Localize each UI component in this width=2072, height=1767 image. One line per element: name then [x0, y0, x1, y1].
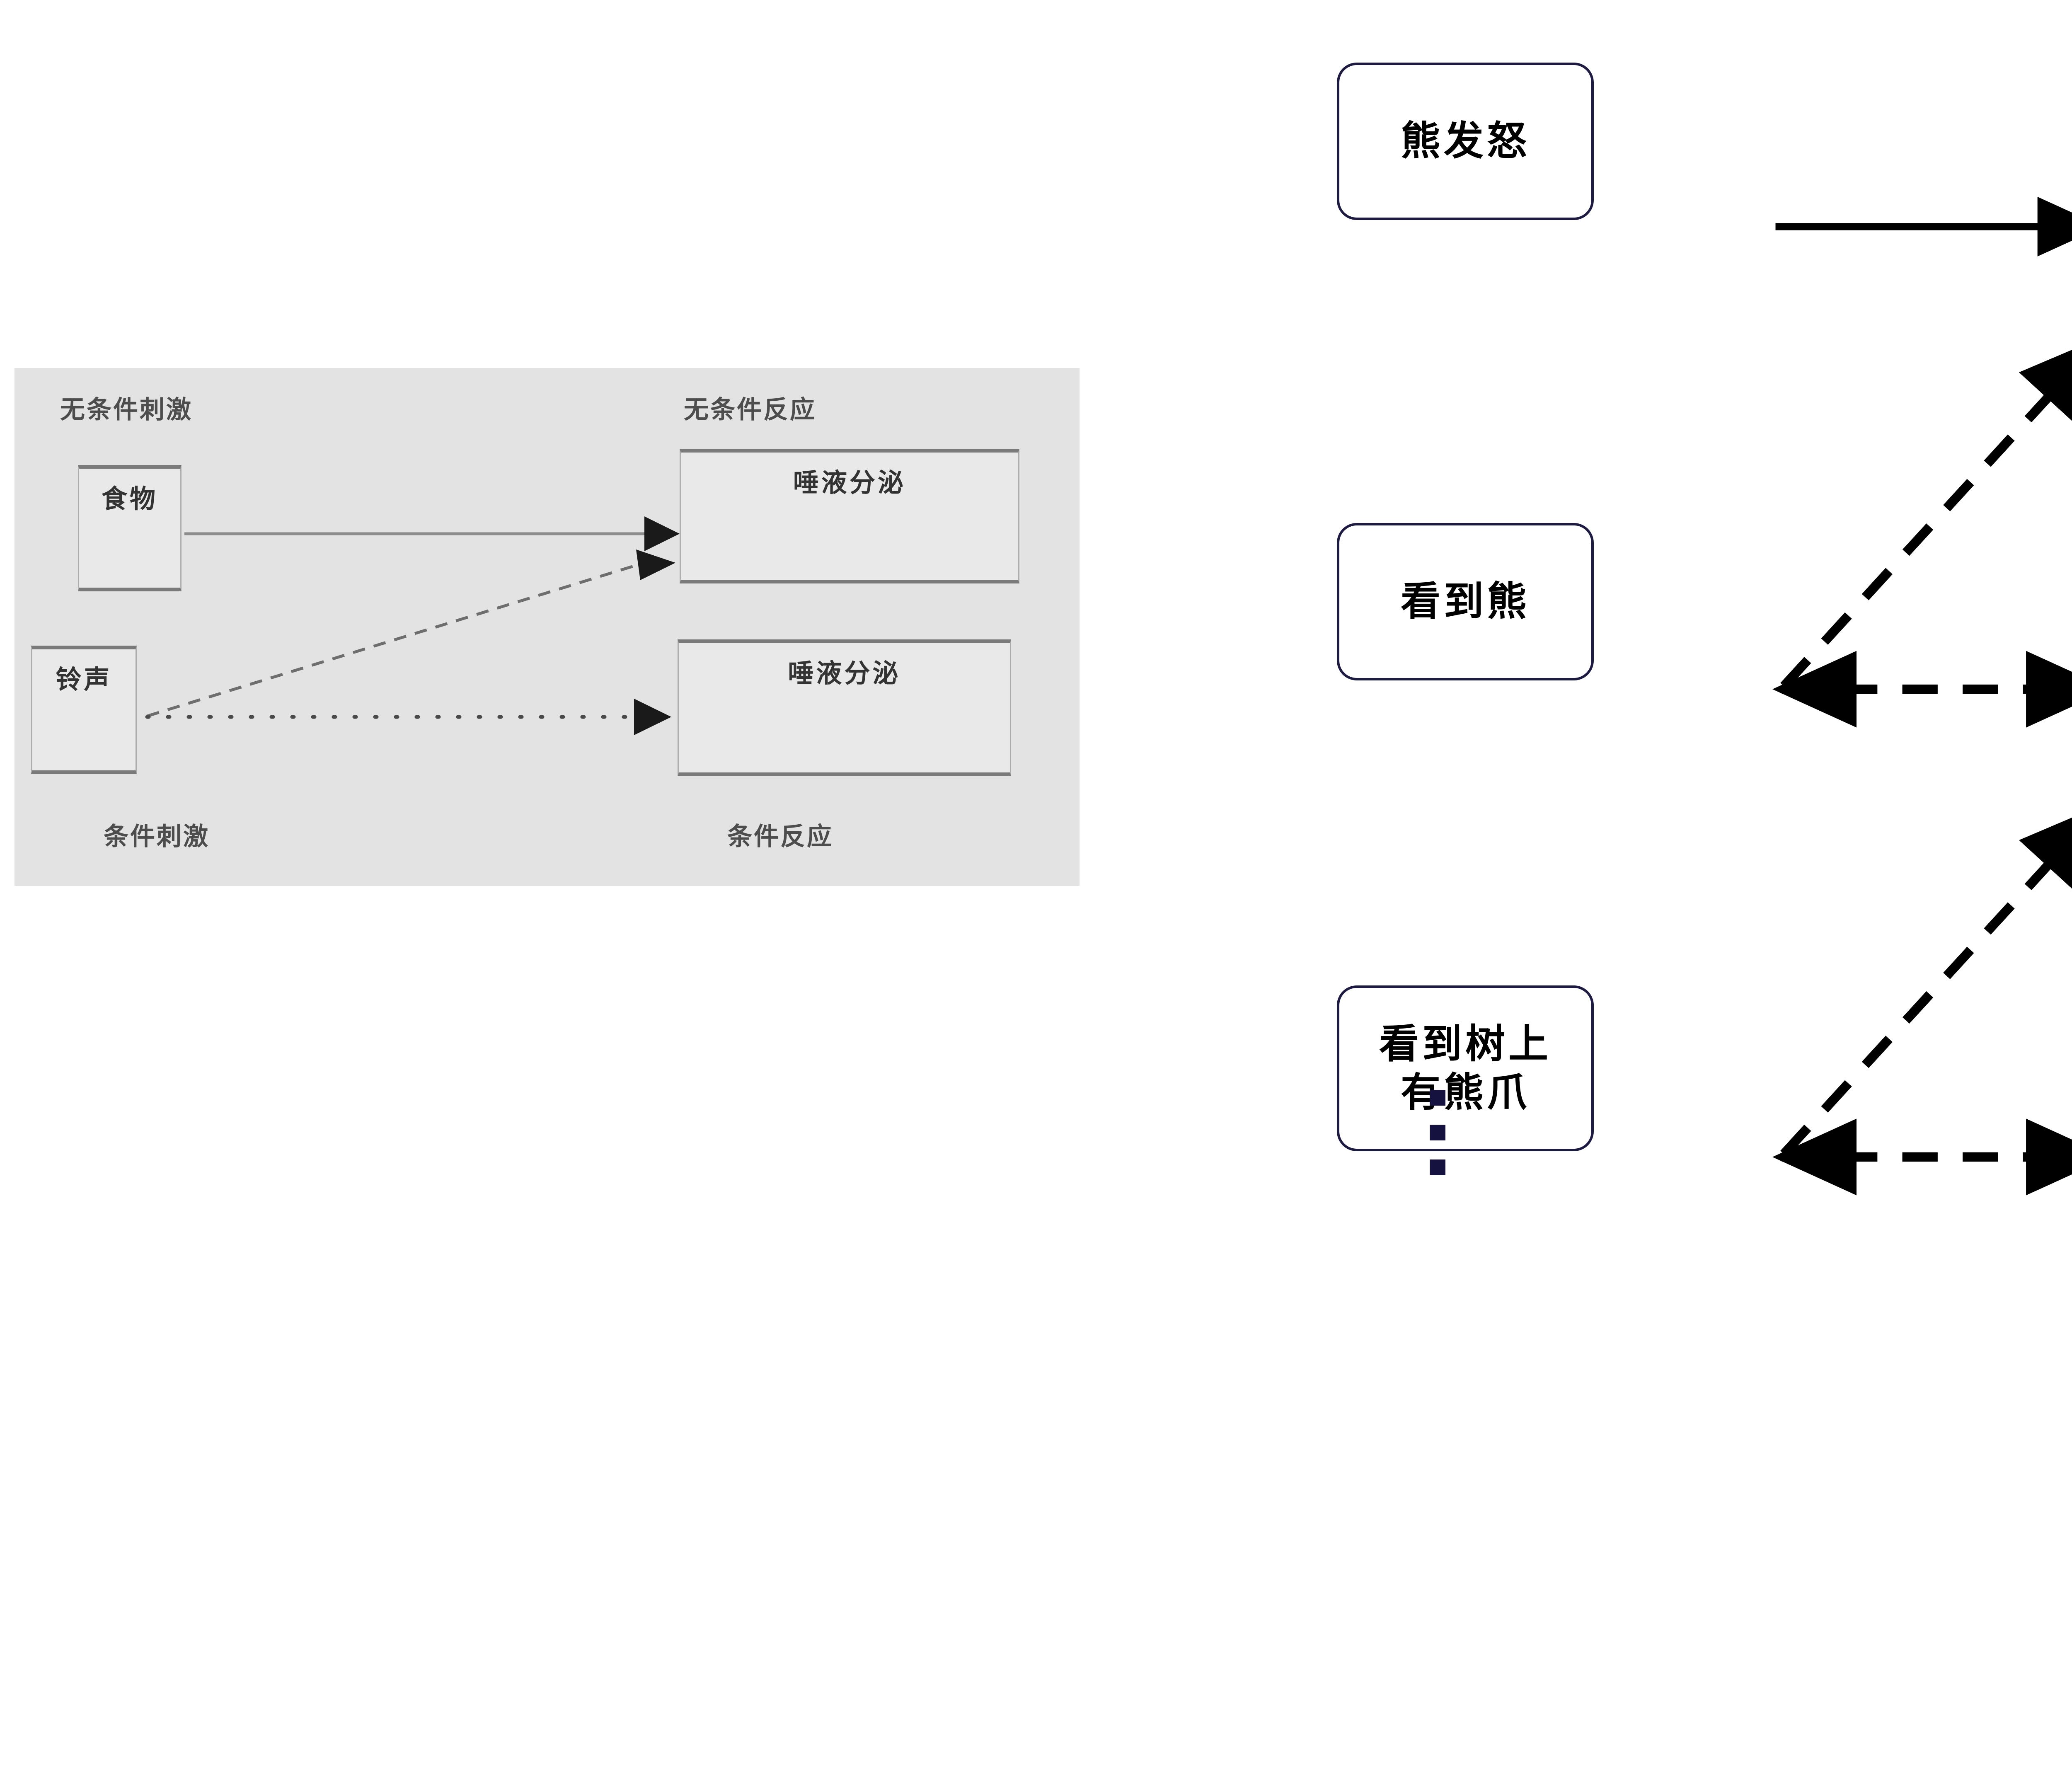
box-bear-angry: 熊发怒	[1337, 63, 1594, 220]
arrow-seebear-to-reward	[1780, 336, 2072, 690]
box-see-bear: 看到熊	[1337, 523, 1594, 680]
box-salivation-unconditioned-label: 唾液分泌	[793, 469, 906, 497]
box-bell: 铃声	[31, 646, 137, 774]
box-see-claw-on-tree: 看到树上 有熊爪	[1337, 985, 1594, 1151]
ellipsis-left-column	[1430, 1090, 1445, 1175]
label-conditioned-response: 条件反应	[727, 823, 833, 850]
box-bear-angry-label: 熊发怒	[1401, 119, 1530, 164]
arrow-bell-to-conditioned-salivation	[145, 699, 671, 735]
label-unconditioned-response: 无条件反应	[684, 396, 816, 424]
box-salivation-unconditioned: 唾液分泌	[680, 449, 1019, 583]
classical-conditioning-panel: 无条件刺激 无条件反应 条件刺激 条件反应 食物 铃声 唾液分泌 唾液分泌	[15, 368, 1080, 886]
box-food: 食物	[78, 465, 182, 591]
ellipsis-dot	[1430, 1159, 1445, 1175]
arrow-claw-to-vsprime	[1780, 804, 2072, 1157]
conditioning-arrows	[145, 516, 680, 735]
box-salivation-conditioned: 唾液分泌	[678, 639, 1011, 776]
box-see-bear-label: 看到熊	[1401, 579, 1530, 624]
td-learning-panel: 熊发怒 看到熊 看到树上 有熊爪 奖励 V(s′) V(s)	[1222, 0, 2072, 1260]
ellipsis-dot	[1430, 1125, 1445, 1140]
box-see-claw-on-tree-label: 看到树上 有熊爪	[1379, 1021, 1552, 1115]
arrow-food-to-salivation	[184, 516, 680, 551]
box-bell-label: 铃声	[56, 666, 112, 694]
label-conditioned-stimulus: 条件刺激	[104, 823, 210, 850]
ellipsis-dot	[1430, 1090, 1445, 1106]
label-unconditioned-stimulus: 无条件刺激	[60, 396, 193, 424]
arrow-bell-to-unconditioned-salivation	[146, 549, 675, 718]
td-arrows-layer	[1772, 196, 2072, 1196]
box-salivation-conditioned-label: 唾液分泌	[788, 659, 901, 688]
box-food-label: 食物	[101, 485, 158, 513]
